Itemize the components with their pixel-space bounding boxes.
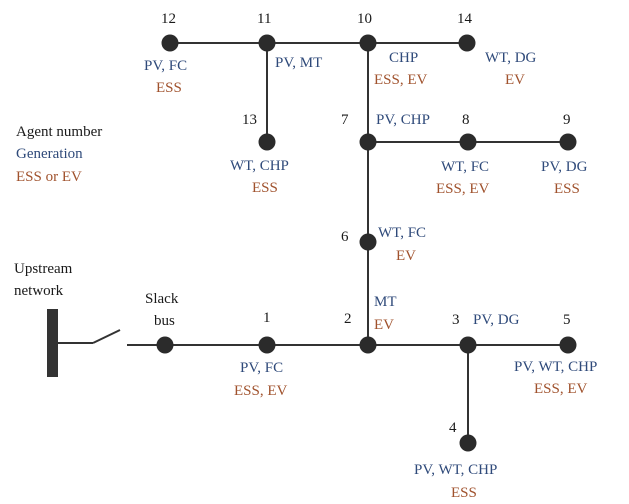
- node-13: [258, 133, 276, 151]
- node-13-number: 13: [242, 112, 257, 128]
- node-1-gen: PV, FC: [240, 360, 283, 376]
- legend-generation: Generation: [16, 146, 83, 162]
- node-14-number: 14: [457, 11, 473, 27]
- node-8: [459, 133, 477, 151]
- legend-agent-number: Agent number: [16, 124, 102, 140]
- node-12: [161, 34, 179, 52]
- upstream-label-1: Upstream: [14, 261, 73, 277]
- node-11-gen: PV, MT: [275, 55, 322, 71]
- node-9-number: 9: [563, 112, 571, 128]
- node-5-number: 5: [563, 312, 571, 328]
- node-6: [359, 233, 377, 251]
- upstream-bar: [47, 309, 58, 377]
- node-10: [359, 34, 377, 52]
- node-5-storage: ESS, EV: [534, 381, 588, 397]
- node-3: [459, 336, 477, 354]
- node-4-storage: ESS: [451, 485, 477, 501]
- node-1: [258, 336, 276, 354]
- node-7: [359, 133, 377, 151]
- node-12-number: 12: [161, 11, 176, 27]
- slack-label-2: bus: [154, 313, 175, 329]
- node-2-gen: MT: [374, 294, 397, 310]
- node-2: [359, 336, 377, 354]
- node-9-gen: PV, DG: [541, 159, 588, 175]
- node-8-gen: WT, FC: [441, 159, 489, 175]
- node-1-number: 1: [263, 310, 271, 326]
- node-8-number: 8: [462, 112, 470, 128]
- node-2-storage: EV: [374, 317, 394, 333]
- node-9-storage: ESS: [554, 181, 580, 197]
- node-8-storage: ESS, EV: [436, 181, 490, 197]
- node-slack: [156, 336, 174, 354]
- node-6-storage: EV: [396, 248, 416, 264]
- node-7-gen: PV, CHP: [376, 112, 430, 128]
- node-4-number: 4: [449, 420, 457, 436]
- node-6-gen: WT, FC: [378, 225, 426, 241]
- switch-blade: [92, 329, 121, 344]
- node-12-storage: ESS: [156, 80, 182, 96]
- node-5-gen: PV, WT, CHP: [514, 359, 597, 375]
- node-3-number: 3: [452, 312, 460, 328]
- nodes: [156, 34, 577, 452]
- lines: [53, 42, 568, 443]
- node-10-gen: CHP: [389, 50, 418, 66]
- node-9: [559, 133, 577, 151]
- node-7-number: 7: [341, 112, 349, 128]
- node-2-number: 2: [344, 311, 352, 327]
- node-14-gen: WT, DG: [485, 50, 537, 66]
- node-12-gen: PV, FC: [144, 58, 187, 74]
- node-13-gen: WT, CHP: [230, 158, 289, 174]
- node-1-storage: ESS, EV: [234, 383, 288, 399]
- node-3-gen: PV, DG: [473, 312, 520, 328]
- node-11: [258, 34, 276, 52]
- node-14-storage: EV: [505, 72, 525, 88]
- node-10-number: 10: [357, 11, 372, 27]
- node-4-gen: PV, WT, CHP: [414, 462, 497, 478]
- legend-storage: ESS or EV: [16, 169, 82, 185]
- node-5: [559, 336, 577, 354]
- node-4: [459, 434, 477, 452]
- node-13-storage: ESS: [252, 180, 278, 196]
- node-6-number: 6: [341, 229, 349, 245]
- slack-label-1: Slack: [145, 291, 179, 307]
- upstream-label-2: network: [14, 283, 64, 299]
- node-14: [458, 34, 476, 52]
- node-10-storage: ESS, EV: [374, 72, 428, 88]
- node-11-number: 11: [257, 11, 271, 27]
